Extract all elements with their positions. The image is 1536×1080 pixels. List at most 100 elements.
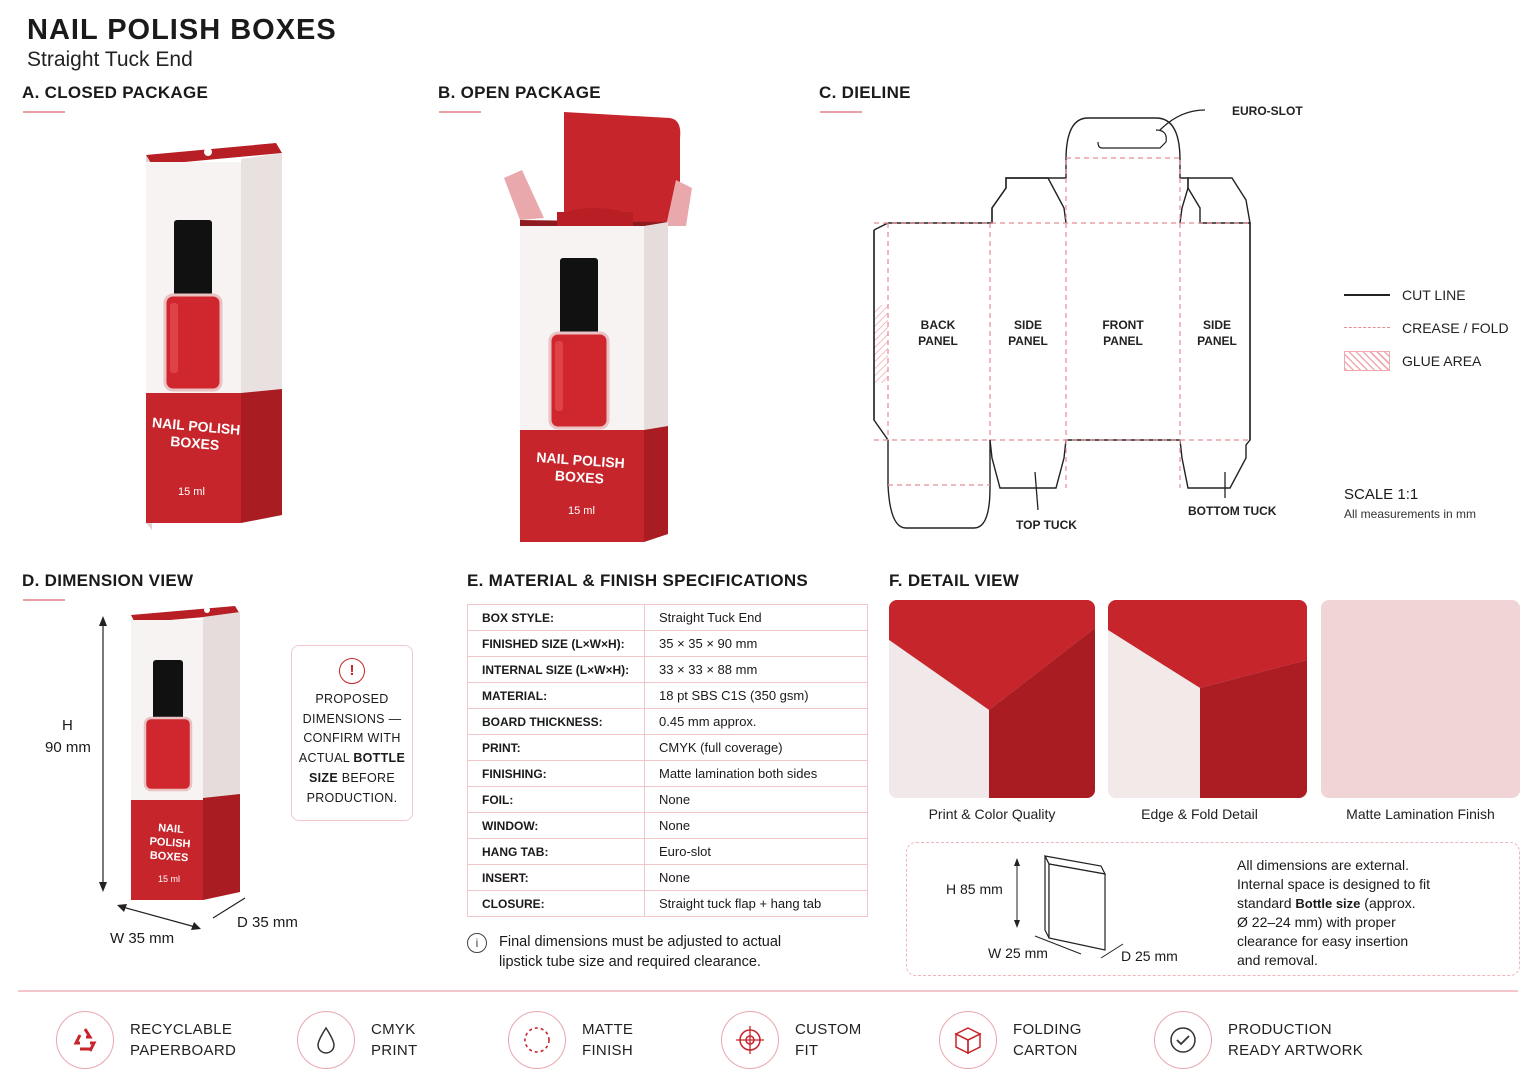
spec-value: Straight tuck flap + hang tab (644, 890, 868, 917)
caption-edge: Edge & Fold Detail (1141, 806, 1258, 822)
spec-key: BOARD THICKNESS: (467, 708, 645, 735)
dim-box-volume: 15 ml (158, 874, 181, 884)
target-icon (721, 1011, 779, 1069)
section-a-underline (23, 111, 65, 113)
recycle-icon (56, 1011, 114, 1069)
spec-key: FINISHING: (467, 760, 645, 787)
spec-value: None (644, 812, 868, 839)
small-box-diagram (1014, 855, 1124, 959)
open-box-illustration (504, 112, 692, 542)
spec-value: 33 × 33 × 88 mm (644, 656, 868, 683)
info-icon: i (467, 933, 487, 953)
section-c-underline (820, 111, 862, 113)
spec-value: 18 pt SBS C1S (350 gsm) (644, 682, 868, 709)
small-box-width: W 25 mm (988, 945, 1048, 961)
section-c-title: C. DIELINE (819, 83, 911, 102)
matte-circle-icon (508, 1011, 566, 1069)
spec-note: Final dimensions must be adjusted to act… (499, 934, 782, 970)
spec-key: MATERIAL: (467, 682, 645, 709)
section-f-title: F. DETAIL VIEW (889, 571, 1020, 590)
caption-matte: Matte Lamination Finish (1346, 806, 1495, 822)
glue-swatch (1344, 351, 1390, 371)
bottom-tuck-label: BOTTOM TUCK (1188, 504, 1277, 518)
spec-key: INTERNAL SIZE (L×W×H): (467, 656, 645, 683)
spec-value: None (644, 786, 868, 813)
spec-row: BOX STYLE:Straight Tuck End (467, 604, 868, 631)
spec-value: 35 × 35 × 90 mm (644, 630, 868, 657)
check-icon (1154, 1011, 1212, 1069)
spec-key: PRINT: (467, 734, 645, 761)
spec-key: BOX STYLE: (467, 604, 645, 631)
spec-value: Euro-slot (644, 838, 868, 865)
spec-key: WINDOW: (467, 812, 645, 839)
dieline-diagram (873, 109, 1251, 529)
open-box-volume: 15 ml (568, 505, 595, 517)
spec-key: INSERT: (467, 864, 645, 891)
scale-note: All measurements in mm (1344, 507, 1477, 521)
spec-value: 0.45 mm approx. (644, 708, 868, 735)
spec-row: BOARD THICKNESS:0.45 mm approx. (467, 708, 868, 735)
glue-legend: GLUE AREA (1402, 353, 1482, 369)
spec-row: FINISHED SIZE (L×W×H):35 × 35 × 90 mm (467, 630, 868, 657)
cut-line-swatch (1344, 294, 1390, 296)
section-a-title: A. CLOSED PACKAGE (22, 83, 209, 102)
small-box-info-panel (906, 842, 1520, 976)
depth-value: D 35 mm (237, 914, 298, 931)
spec-row: CLOSURE:Straight tuck flap + hang tab (467, 890, 868, 917)
spec-row: MATERIAL:18 pt SBS C1S (350 gsm) (467, 682, 868, 709)
top-tuck-label: TOP TUCK (1016, 518, 1077, 532)
small-box-depth: D 25 mm (1121, 948, 1178, 964)
spec-value: Straight Tuck End (644, 604, 868, 631)
spec-row: WINDOW:None (467, 812, 868, 839)
dimension-box-illustration (99, 606, 246, 930)
section-d-title: D. DIMENSION VIEW (22, 571, 194, 590)
detail-matte-image (1321, 600, 1520, 798)
section-d-underline (23, 599, 65, 601)
scale-label: SCALE 1:1 (1344, 486, 1419, 503)
page-title: NAIL POLISH BOXES (27, 14, 337, 46)
cut-line-legend: CUT LINE (1402, 287, 1466, 303)
small-box-height: H 85 mm (946, 881, 1003, 897)
crease-legend: CREASE / FOLD (1402, 320, 1509, 336)
spec-row: PRINT:CMYK (full coverage) (467, 734, 868, 761)
spec-value: Matte lamination both sides (644, 760, 868, 787)
spec-key: FOIL: (467, 786, 645, 813)
box-icon (939, 1011, 997, 1069)
crease-swatch (1344, 327, 1390, 328)
spec-key: CLOSURE: (467, 890, 645, 917)
section-b-underline (439, 111, 481, 113)
drop-icon (297, 1011, 355, 1069)
height-label: H (62, 717, 73, 734)
warning-icon: ! (339, 658, 365, 684)
width-value: W 35 mm (110, 930, 175, 947)
spec-value: CMYK (full coverage) (644, 734, 868, 761)
caption-print: Print & Color Quality (928, 806, 1056, 822)
spec-value: None (644, 864, 868, 891)
euro-slot-label: EURO-SLOT (1232, 104, 1303, 118)
proposed-note-text: PROPOSED DIMENSIONS — CONFIRM WITH ACTUA… (298, 692, 406, 805)
spec-row: INTERNAL SIZE (L×W×H):33 × 33 × 88 mm (467, 656, 868, 683)
small-box-note: All dimensions are external. Internal sp… (1237, 857, 1431, 968)
section-e-title: E. MATERIAL & FINISH SPECIFICATIONS (467, 571, 809, 590)
detail-print-image (889, 600, 1095, 798)
spec-row: INSERT:None (467, 864, 868, 891)
proposed-dimensions-note: ! PROPOSED DIMENSIONS — CONFIRM WITH ACT… (291, 645, 413, 821)
footer-divider (18, 990, 1518, 992)
detail-edge-image (1108, 600, 1307, 798)
spec-key: HANG TAB: (467, 838, 645, 865)
spec-key: FINISHED SIZE (L×W×H): (467, 630, 645, 657)
spec-row: FOIL:None (467, 786, 868, 813)
closed-box-illustration (146, 143, 282, 530)
